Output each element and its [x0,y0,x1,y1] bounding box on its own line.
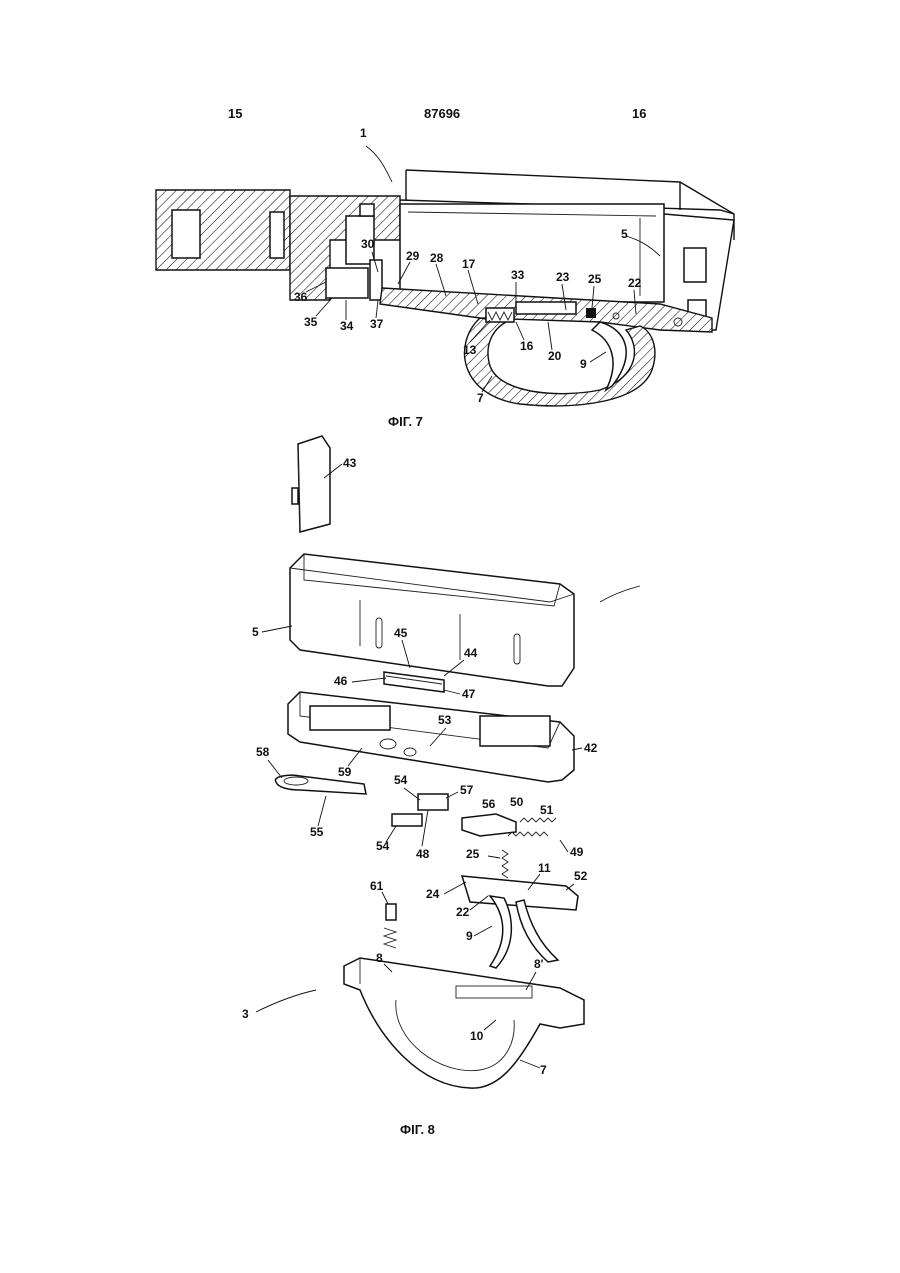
reference-label: 7 [540,1063,547,1077]
reference-label: 61 [370,879,384,893]
reference-label: 53 [438,713,452,727]
reference-label: 16 [520,339,534,353]
reference-label: 50 [510,795,524,809]
reference-label: 28 [430,251,444,265]
reference-label: 25 [466,847,480,861]
figure-7-drawing: 1 5 30 29 28 17 33 23 25 22 36 35 34 37 … [156,126,734,406]
reference-label: 51 [540,803,554,817]
reference-label: 1 [360,126,367,140]
figure-8-caption: ФІГ. 8 [400,1122,435,1137]
reference-label: 42 [584,741,598,755]
reference-label: 8 [376,951,383,965]
reference-label: 24 [426,887,440,901]
reference-label: 9 [466,929,473,943]
reference-label: 7 [477,391,484,405]
figure-8-drawing: 43 5 45 44 46 47 53 42 59 [242,436,640,1088]
reference-label: 46 [334,674,348,688]
reference-label: 58 [256,745,270,759]
reference-label: 5 [621,227,628,241]
reference-label: 45 [394,626,408,640]
reference-label: 17 [462,257,476,271]
reference-label: 29 [406,249,420,263]
reference-label: 25 [588,272,602,286]
reference-label: 44 [464,646,478,660]
reference-label: 34 [340,319,354,333]
reference-label: 8' [534,957,544,971]
reference-label: 5 [252,625,259,639]
reference-label: 37 [370,317,384,331]
reference-label: 48 [416,847,430,861]
reference-label: 11 [538,861,551,875]
reference-label: 43 [343,456,357,470]
reference-label: 30 [361,237,375,251]
reference-label: 10 [470,1029,484,1043]
reference-label: 54 [394,773,408,787]
reference-label: 20 [548,349,562,363]
reference-label: 47 [462,687,476,701]
figure-7-caption: ФІГ. 7 [388,414,423,429]
reference-label: 49 [570,845,584,859]
reference-label: 3 [242,1007,249,1021]
reference-label: 52 [574,869,588,883]
reference-label: 35 [304,315,318,329]
reference-label: 57 [460,783,474,797]
reference-label: 22 [628,276,642,290]
reference-label: 23 [556,270,570,284]
reference-label: 56 [482,797,496,811]
reference-label: 13 [463,343,477,357]
reference-label: 59 [338,765,352,779]
reference-label: 54 [376,839,390,853]
reference-label: 22 [456,905,470,919]
reference-label: 55 [310,825,324,839]
reference-label: 33 [511,268,525,282]
reference-label: 36 [294,290,308,304]
reference-label: 9 [580,357,587,371]
